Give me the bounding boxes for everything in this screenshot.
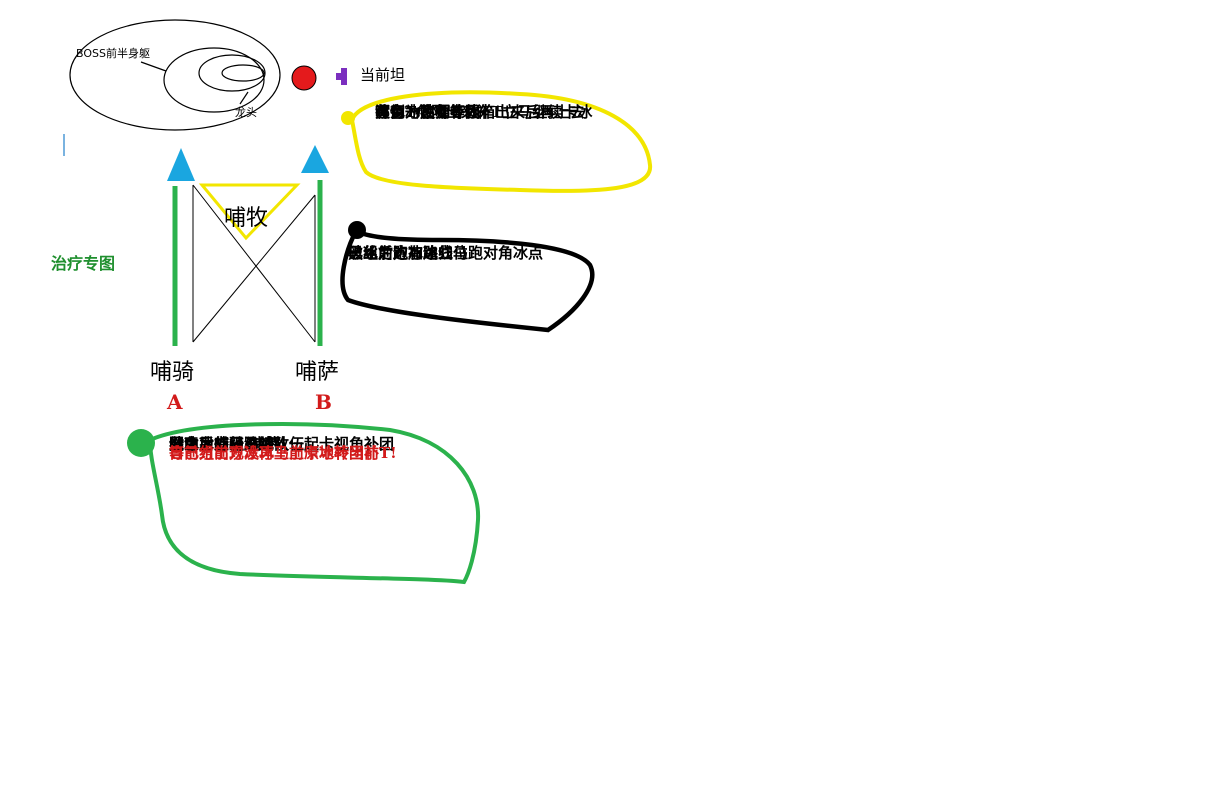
current-tank-label: 当前坦 (360, 66, 406, 84)
paladin-group-letter: A (167, 390, 183, 414)
yellow-bubble-dot (341, 111, 355, 125)
diagram-title: 治疗专图 (51, 254, 116, 273)
priest-triangle (198, 183, 301, 241)
paladin-arrowhead (167, 148, 195, 181)
shaman-arrowhead (301, 145, 329, 173)
priest-label: 哺牧 (224, 206, 269, 231)
green-note-warning-line: 自己组前方没冰马上原地补当前T! (169, 444, 397, 462)
tank-icon (336, 68, 347, 85)
yellow-note-line: 有倒T危险出来补T立马继续卡冰 (375, 103, 593, 121)
black-note-line: 己组前方有冰立马跑对角冰点 (348, 244, 544, 262)
tank-marker (291, 65, 317, 91)
paladin-label: 哺骑 (150, 360, 195, 385)
green-note-warning-line: 等前方出现冰再上前卡冰转团补 (169, 444, 380, 462)
shaman-group-letter: B (315, 390, 332, 414)
black-note-line: 黑丝为跑冰路线 (348, 244, 454, 262)
green-note-line: 没中冰行径路线 (169, 435, 275, 453)
green-bubble-outline (148, 422, 481, 585)
green-bubble-dot (127, 429, 155, 457)
shaman-label: 哺萨 (295, 360, 340, 385)
yellow-bubble-outline (349, 90, 653, 193)
green-note-line: 贴冰后立马与哺牧一起卡视角补团 (169, 435, 395, 453)
yellow-note-line: 哪有冰贴哪补团 (375, 103, 481, 121)
green-note-line: 留意另外组没冰队伍 (169, 435, 305, 453)
black-bubble-outline (340, 228, 595, 333)
black-bubble-dot (348, 221, 366, 239)
boss-body-outline (69, 19, 281, 131)
yellow-note-line: 黄色为牧师专线 (375, 103, 481, 121)
cross-lines (192, 184, 316, 343)
green-note-line: 绿色为哺骑/哺萨 (169, 435, 280, 453)
black-note-line: 破冰后边加边归位 (348, 244, 469, 262)
boss-body-label: BOSS前半身躯 (76, 47, 150, 60)
dragon-head-label: 龙头 (235, 106, 257, 119)
yellow-note-line: 注意一定要等冰箱出来后再上去 (375, 103, 586, 121)
